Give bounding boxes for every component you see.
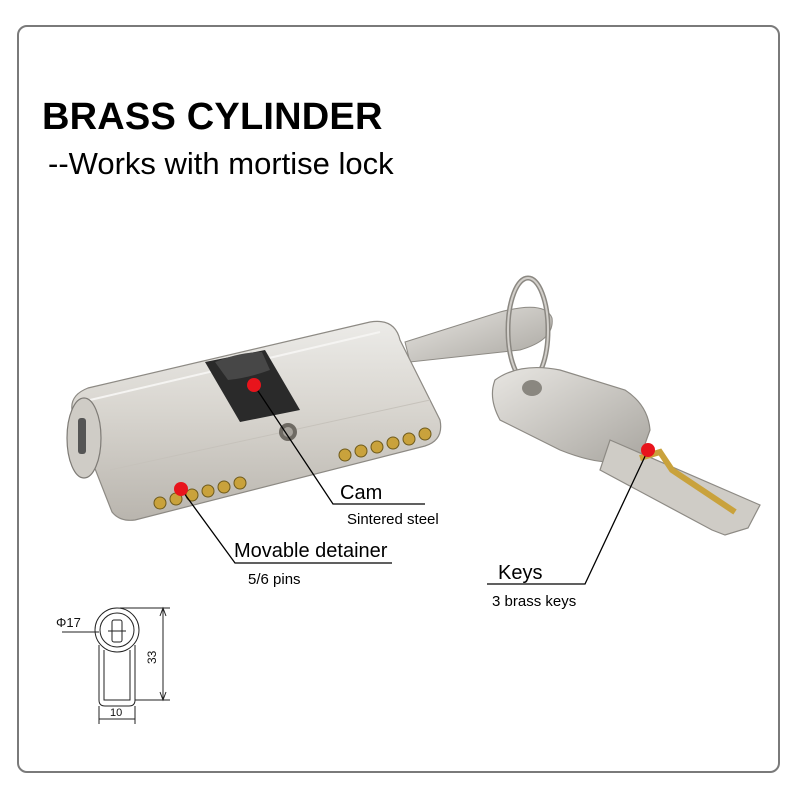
dimension-diameter-label: Φ17 xyxy=(56,615,81,630)
dimension-drawing xyxy=(62,606,170,724)
keys-leader-line xyxy=(487,449,649,585)
cam-detail: Sintered steel xyxy=(347,511,439,528)
dimension-height-label: 33 xyxy=(145,650,159,664)
detainer-label: Movable detainer xyxy=(234,540,388,562)
dimension-width-label: 10 xyxy=(110,707,122,719)
cylinder-profile-circle xyxy=(94,607,140,653)
cam-label: Cam xyxy=(340,482,383,504)
pins-front xyxy=(153,476,247,510)
keys-label: Keys xyxy=(498,562,543,584)
keys-detail: 3 brass keys xyxy=(492,593,577,610)
pins-back xyxy=(338,427,432,462)
product-title: BRASS CYLINDER xyxy=(42,96,383,138)
detainer-leader-line xyxy=(180,488,392,564)
front-key xyxy=(491,366,761,536)
detainer-detail: 5/6 pins xyxy=(248,571,301,588)
cam-leader-line xyxy=(253,384,425,505)
detainer-marker-dot xyxy=(174,482,188,496)
cam-callout xyxy=(247,378,425,505)
detainer-callout xyxy=(174,482,392,564)
keys-marker-dot xyxy=(641,443,655,457)
back-key xyxy=(404,306,553,363)
product-frame xyxy=(17,25,780,773)
cylinder-body xyxy=(66,320,442,521)
keys-callout xyxy=(487,443,655,585)
product-subtitle: --Works with mortise lock xyxy=(48,146,394,181)
cam-marker-dot xyxy=(247,378,261,392)
